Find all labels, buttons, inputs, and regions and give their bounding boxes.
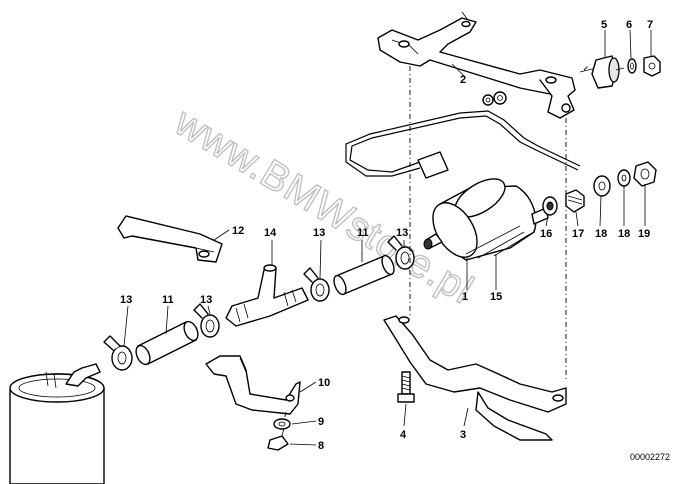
washer [627, 58, 637, 74]
callout-19: 19 [638, 228, 650, 240]
drawing-code: 00002272 [630, 452, 670, 462]
clamp-left-a [103, 335, 133, 371]
callout-13-b: 13 [200, 294, 212, 306]
callout-1: 1 [462, 291, 468, 303]
callout-8: 8 [318, 440, 324, 452]
fuel-filter [423, 178, 549, 261]
banjo-bolt [565, 189, 585, 213]
callout-6: 6 [626, 19, 632, 31]
callout-3: 3 [460, 429, 466, 441]
callout-17: 17 [572, 228, 584, 240]
callout-7: 7 [647, 19, 653, 31]
callout-10: 10 [318, 377, 330, 389]
callout-13-d: 13 [396, 227, 408, 239]
callout-18-b: 18 [618, 228, 630, 240]
callout-2: 2 [460, 74, 466, 86]
end-cap [633, 161, 657, 187]
callout-18-a: 18 [595, 228, 607, 240]
small-bracket [117, 215, 223, 263]
fuel-hose-right [333, 254, 395, 296]
fuel-hose-left [135, 320, 199, 366]
callout-5: 5 [601, 19, 607, 31]
bracket-nuts [482, 91, 571, 113]
alignment-lines [283, 63, 591, 421]
t-connector [225, 264, 309, 327]
callout-labels: 1 2 3 4 5 6 7 8 9 10 11 11 12 13 13 13 1… [120, 19, 653, 452]
clamp-upper-right [387, 235, 415, 270]
callout-13-a: 13 [120, 294, 132, 306]
fuel-line [345, 110, 581, 179]
callout-12: 12 [232, 225, 244, 237]
seal-ring-b [617, 169, 631, 187]
callout-4: 4 [400, 429, 407, 441]
callout-13-c: 13 [313, 227, 325, 239]
filter-ring [542, 196, 558, 216]
upper-bracket [377, 11, 576, 119]
seal-ring-a [593, 175, 611, 197]
callout-11-right: 11 [357, 227, 369, 239]
lower-bracket [205, 355, 301, 415]
lower-carrier [383, 315, 567, 441]
callout-11-left: 11 [162, 294, 174, 306]
lower-washer [273, 418, 291, 430]
carrier-bolt [397, 371, 415, 403]
callout-15: 15 [490, 291, 502, 303]
nut [643, 55, 661, 77]
callout-16: 16 [540, 228, 552, 240]
rubber-mount [579, 55, 625, 89]
leader-lines [123, 29, 652, 446]
fuel-tank [9, 363, 105, 484]
callout-14: 14 [264, 227, 277, 239]
callout-9: 9 [318, 416, 324, 428]
clamp-left-b [193, 303, 220, 338]
lower-bolt [267, 427, 289, 451]
clamp-mid [303, 267, 330, 302]
